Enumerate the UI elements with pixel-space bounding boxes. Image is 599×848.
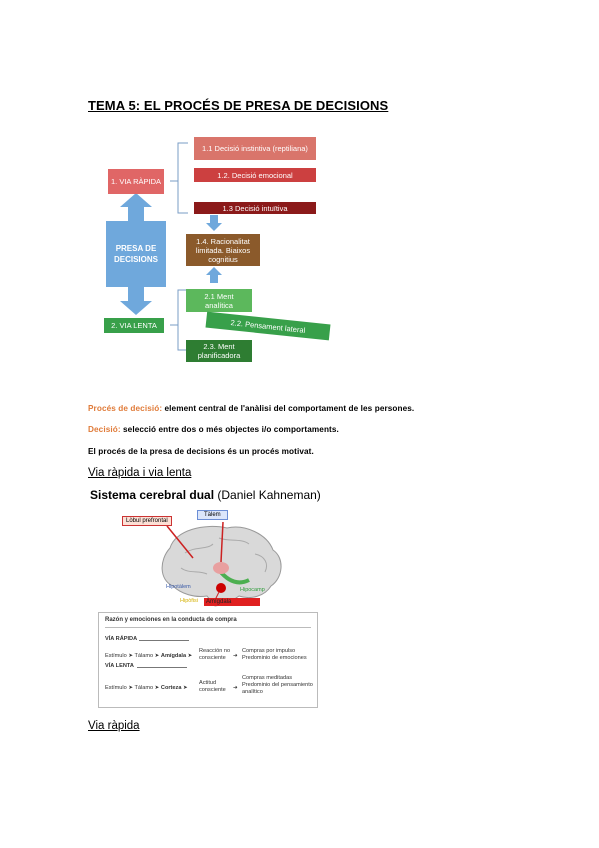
cell-r2-compras: Compras meditadas Predominio del pensami… bbox=[242, 675, 313, 695]
via-lenta-box: 2. VIA LENTA bbox=[104, 318, 164, 333]
cell-r1-reaccion: Reacción no consciente bbox=[199, 648, 231, 661]
cell-r1-estimulo: Estímulo bbox=[105, 653, 127, 659]
cell-r1-talamo: Tálamo bbox=[134, 653, 154, 659]
figure-title-rest: (Daniel Kahneman) bbox=[214, 488, 321, 502]
label-hipotalem: Hipotàlem bbox=[166, 584, 191, 590]
paragraph-decisio: Decisió: selecció entre dos o més object… bbox=[88, 425, 339, 434]
table-header: Razón y emociones en la conducta de comp… bbox=[105, 617, 237, 623]
figure-title-bold: Sistema cerebral dual bbox=[90, 488, 215, 502]
presa-decisions-box: PRESA DE DECISIONS bbox=[106, 221, 166, 287]
label-amigdala: Amígdala bbox=[204, 598, 260, 606]
ment-analitica-box: 2.1 Ment analítica bbox=[186, 289, 252, 312]
table-via-lenta: VÍA LENTA bbox=[105, 663, 134, 669]
table-row-rapida: Estímulo ➤ Tálamo ➤ Amígdala ➤ bbox=[105, 653, 193, 659]
decisio-intuitiva-box: 1.3 Decisió intuïtiva bbox=[194, 202, 316, 214]
paragraph-proces: Procés de decisió: element central de l'… bbox=[88, 404, 414, 413]
via-rapida-box: 1. VIA RÀPIDA bbox=[108, 169, 164, 194]
paragraph-proces-key: Procés de decisió: bbox=[88, 404, 163, 413]
cell-r2-arrow: ➜ bbox=[233, 685, 238, 691]
table-divider bbox=[105, 627, 311, 628]
decisio-emocional-box: 1.2. Decisió emocional bbox=[194, 168, 316, 182]
label-hipocamp: Hipocamp bbox=[240, 587, 265, 593]
conducta-compra-table: Razón y emociones en la conducta de comp… bbox=[98, 612, 318, 708]
ment-planificadora-box: 2.3. Ment planificadora bbox=[186, 340, 252, 362]
label-hipofisi: Hipòfisi bbox=[180, 598, 199, 604]
paragraph-decisio-text: selecció entre dos o més objectes i/o co… bbox=[120, 425, 339, 434]
cell-r2-estimulo: Estímulo bbox=[105, 685, 127, 691]
brain-illustration bbox=[161, 521, 282, 607]
paragraph-decisio-key: Decisió: bbox=[88, 425, 121, 434]
table-rule-rapida bbox=[139, 640, 189, 641]
table-via-rapida: VÍA RÁPIDA bbox=[105, 636, 138, 642]
label-talem: Tàlem bbox=[197, 510, 228, 520]
subheading-via-rapida-lenta: Via ràpida i via lenta bbox=[88, 467, 192, 479]
racionalitat-limitada-box: 1.4. Racionalitat limitada. Biaixos cogn… bbox=[186, 234, 260, 266]
cell-r2-actitud: Actitud consciente bbox=[199, 680, 226, 693]
cell-r2-talamo: Tálamo bbox=[134, 685, 154, 691]
figure-title: Sistema cerebral dual (Daniel Kahneman) bbox=[90, 488, 321, 502]
table-rule-lenta bbox=[137, 667, 187, 668]
paragraph-motivat: El procés de la presa de decisions és un… bbox=[88, 447, 314, 456]
table-row-lenta: Estímulo ➤ Tálamo ➤ Corteza ➤ bbox=[105, 685, 188, 691]
label-lobul-prefrontal: Lòbul prefrontal bbox=[122, 516, 172, 526]
subheading-via-rapida: Via ràpida bbox=[88, 720, 140, 732]
cell-r2-corteza: Corteza bbox=[160, 685, 182, 691]
decisio-instintiva-box: 1.1 Decisió instintiva (reptiliana) bbox=[194, 137, 316, 160]
cell-r1-compras: Compras por impulso Predominio de emocio… bbox=[242, 648, 307, 661]
diagram-connectors bbox=[120, 142, 222, 351]
cell-r1-amigdala: Amígdala bbox=[160, 653, 187, 659]
cell-r1-arrow: ➜ bbox=[233, 653, 238, 659]
paragraph-proces-text: element central de l'anàlisi del comport… bbox=[162, 404, 415, 413]
page-title: TEMA 5: EL PROCÉS DE PRESA DE DECISIONS bbox=[88, 98, 389, 113]
